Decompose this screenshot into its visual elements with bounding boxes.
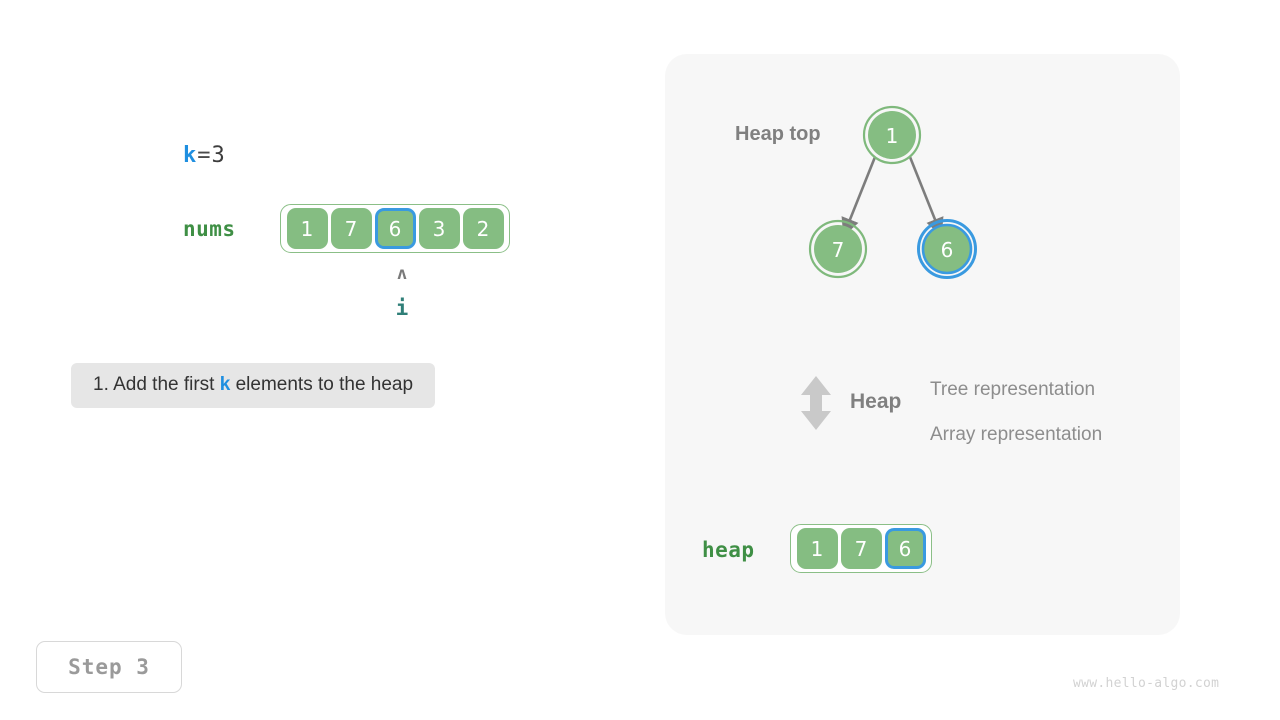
- tree-node-2-value: 6: [941, 238, 954, 262]
- legend-array-representation: Array representation: [930, 424, 1103, 445]
- nums-cell-4[interactable]: 2: [462, 208, 504, 249]
- nums-cell-0[interactable]: 1: [286, 208, 328, 249]
- tree-edge-root-right: [908, 156, 944, 237]
- tree-node-0-value: 1: [886, 124, 899, 148]
- heap-tree-diagram: 1 7 6: [808, 105, 977, 279]
- nums-cell-1[interactable]: 7: [330, 208, 372, 249]
- double-arrow-vertical-icon: [801, 376, 831, 430]
- caption-keyword-k: k: [219, 374, 231, 395]
- tree-node-0[interactable]: 1: [862, 105, 922, 165]
- k-equals-sign: =: [197, 143, 212, 168]
- k-variable-row: k=3: [183, 142, 226, 170]
- step-badge: Step 3: [36, 641, 182, 693]
- legend-tree-representation: Tree representation: [930, 379, 1096, 400]
- k-variable-value: 3: [211, 143, 226, 168]
- legend-heap-title: Heap: [850, 390, 902, 413]
- nums-array-label: nums: [183, 217, 236, 241]
- index-pointer-caret-icon: ʌ: [396, 264, 408, 284]
- heap-array-label: heap: [702, 538, 755, 562]
- tree-edge-root-left: [841, 156, 877, 237]
- nums-cell-2[interactable]: 6: [374, 208, 416, 249]
- caption-text-after: elements to the heap: [230, 374, 414, 395]
- step-caption: 1. Add the first k elements to the heap: [71, 363, 436, 408]
- legend-representations: Tree representation Array representation: [930, 367, 1102, 457]
- index-pointer-label: i: [395, 296, 409, 320]
- heap-top-label: Heap top: [735, 123, 821, 145]
- heap-array: 1 7 6: [790, 524, 932, 573]
- caption-text-before: 1. Add the first: [93, 374, 220, 395]
- nums-cell-3[interactable]: 3: [418, 208, 460, 249]
- nums-array: 1 7 6 3 2: [280, 204, 510, 253]
- heap-cell-0[interactable]: 1: [796, 528, 838, 569]
- tree-node-2[interactable]: 6: [917, 219, 977, 279]
- heap-cell-1[interactable]: 7: [840, 528, 882, 569]
- heap-cell-2[interactable]: 6: [884, 528, 926, 569]
- tree-node-1[interactable]: 7: [808, 219, 868, 279]
- watermark: www.hello-algo.com: [1073, 676, 1220, 691]
- k-variable-name: k: [183, 143, 198, 168]
- tree-node-1-value: 7: [832, 238, 845, 262]
